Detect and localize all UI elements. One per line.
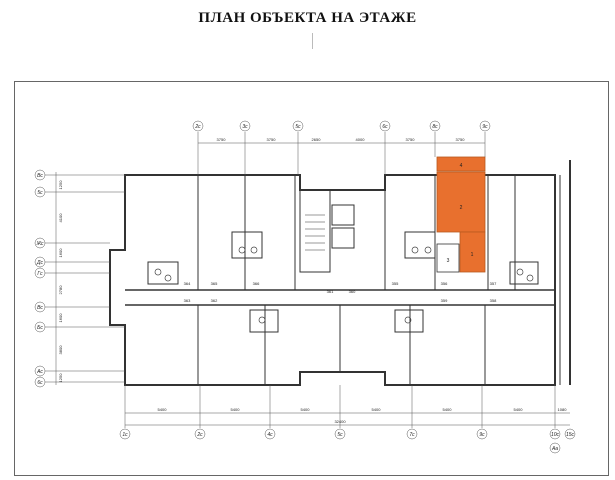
axis-label: Жс: [35, 241, 44, 247]
axis-label: 15с: [566, 432, 575, 438]
page-title: ПЛАН ОБЪЕКТА НА ЭТАЖЕ: [198, 10, 417, 26]
room-number: 359: [441, 298, 448, 303]
elevator-shaft: [331, 227, 355, 249]
highlighted-apartment[interactable]: 4 2 3 1: [436, 156, 486, 273]
axis-label: 6с: [37, 380, 43, 386]
overall-dim: 32400: [334, 419, 346, 424]
dim-label: 2650: [312, 137, 322, 142]
axis-label: 5с: [295, 124, 301, 130]
room-number: 356: [441, 281, 448, 286]
axis-label: Дс: [36, 260, 44, 266]
axis-label: 2с: [194, 124, 201, 130]
axis-label: 8с: [432, 124, 438, 130]
room-num-4: 4: [460, 163, 463, 169]
room-number: 357: [490, 281, 497, 286]
dim-label: 1250: [58, 180, 63, 190]
title-divider: [312, 33, 313, 49]
axis-label: Бс: [37, 325, 43, 331]
room-number: 365: [211, 281, 218, 286]
room-number: 358: [490, 298, 497, 303]
axis-label: 10с: [551, 432, 560, 438]
axis-label: Ас: [36, 369, 43, 375]
elevator-shaft: [331, 204, 355, 226]
dim-label: 5400: [372, 407, 382, 412]
axis-label: 1с: [122, 432, 128, 438]
room-number: 362: [211, 298, 218, 303]
room-number: 360: [349, 289, 356, 294]
room-num-3: 3: [447, 258, 450, 264]
room-num-1: 1: [471, 252, 474, 258]
plan-frame: [14, 81, 609, 476]
dim-label: 1600: [58, 248, 63, 258]
axis-label: Аа: [551, 446, 558, 452]
dim-label: 4000: [356, 137, 366, 142]
room-number: 363: [184, 298, 191, 303]
axis-label: Гс: [37, 271, 43, 277]
room-number: 355: [392, 281, 399, 286]
room-number: 361: [327, 289, 334, 294]
dim-label: 3750: [456, 137, 466, 142]
dim-label: 5400: [301, 407, 311, 412]
axis-label: 9с: [479, 432, 485, 438]
dim-label: 3800: [58, 345, 63, 355]
highlight-balcony: [436, 156, 486, 172]
axis-label: 4с: [267, 432, 273, 438]
dim-label: 2780: [58, 285, 63, 295]
dim-label: 3750: [406, 137, 416, 142]
axis-label: 3с: [242, 124, 248, 130]
dim-label: 1080: [558, 407, 568, 412]
highlight-bathroom: [436, 243, 460, 273]
highlight-hall: [459, 231, 486, 273]
highlight-room: [436, 171, 486, 233]
axis-label: 5с: [337, 432, 343, 438]
axis-label: 6с: [382, 124, 388, 130]
dim-label: 3750: [267, 137, 277, 142]
dim-label: 5400: [443, 407, 453, 412]
dim-label: 5400: [158, 407, 168, 412]
axis-label: Вс: [37, 173, 43, 179]
axis-label: 5с: [37, 190, 43, 196]
axis-label: 2с: [196, 432, 203, 438]
axis-label: 9с: [482, 124, 488, 130]
dim-label: 3750: [217, 137, 227, 142]
axis-label: Вс: [37, 305, 43, 311]
room-number: 364: [184, 281, 191, 286]
dim-label: 5400: [231, 407, 241, 412]
stair-core: [299, 189, 331, 273]
outer-wall: [109, 174, 556, 386]
axis-label: 7с: [409, 432, 415, 438]
dim-label: 1600: [58, 313, 63, 323]
dim-label: 5400: [514, 407, 524, 412]
room-number: 366: [253, 281, 260, 286]
dim-label: 1250: [58, 373, 63, 383]
dim-label: 4100: [58, 213, 63, 223]
room-num-2: 2: [460, 205, 463, 211]
